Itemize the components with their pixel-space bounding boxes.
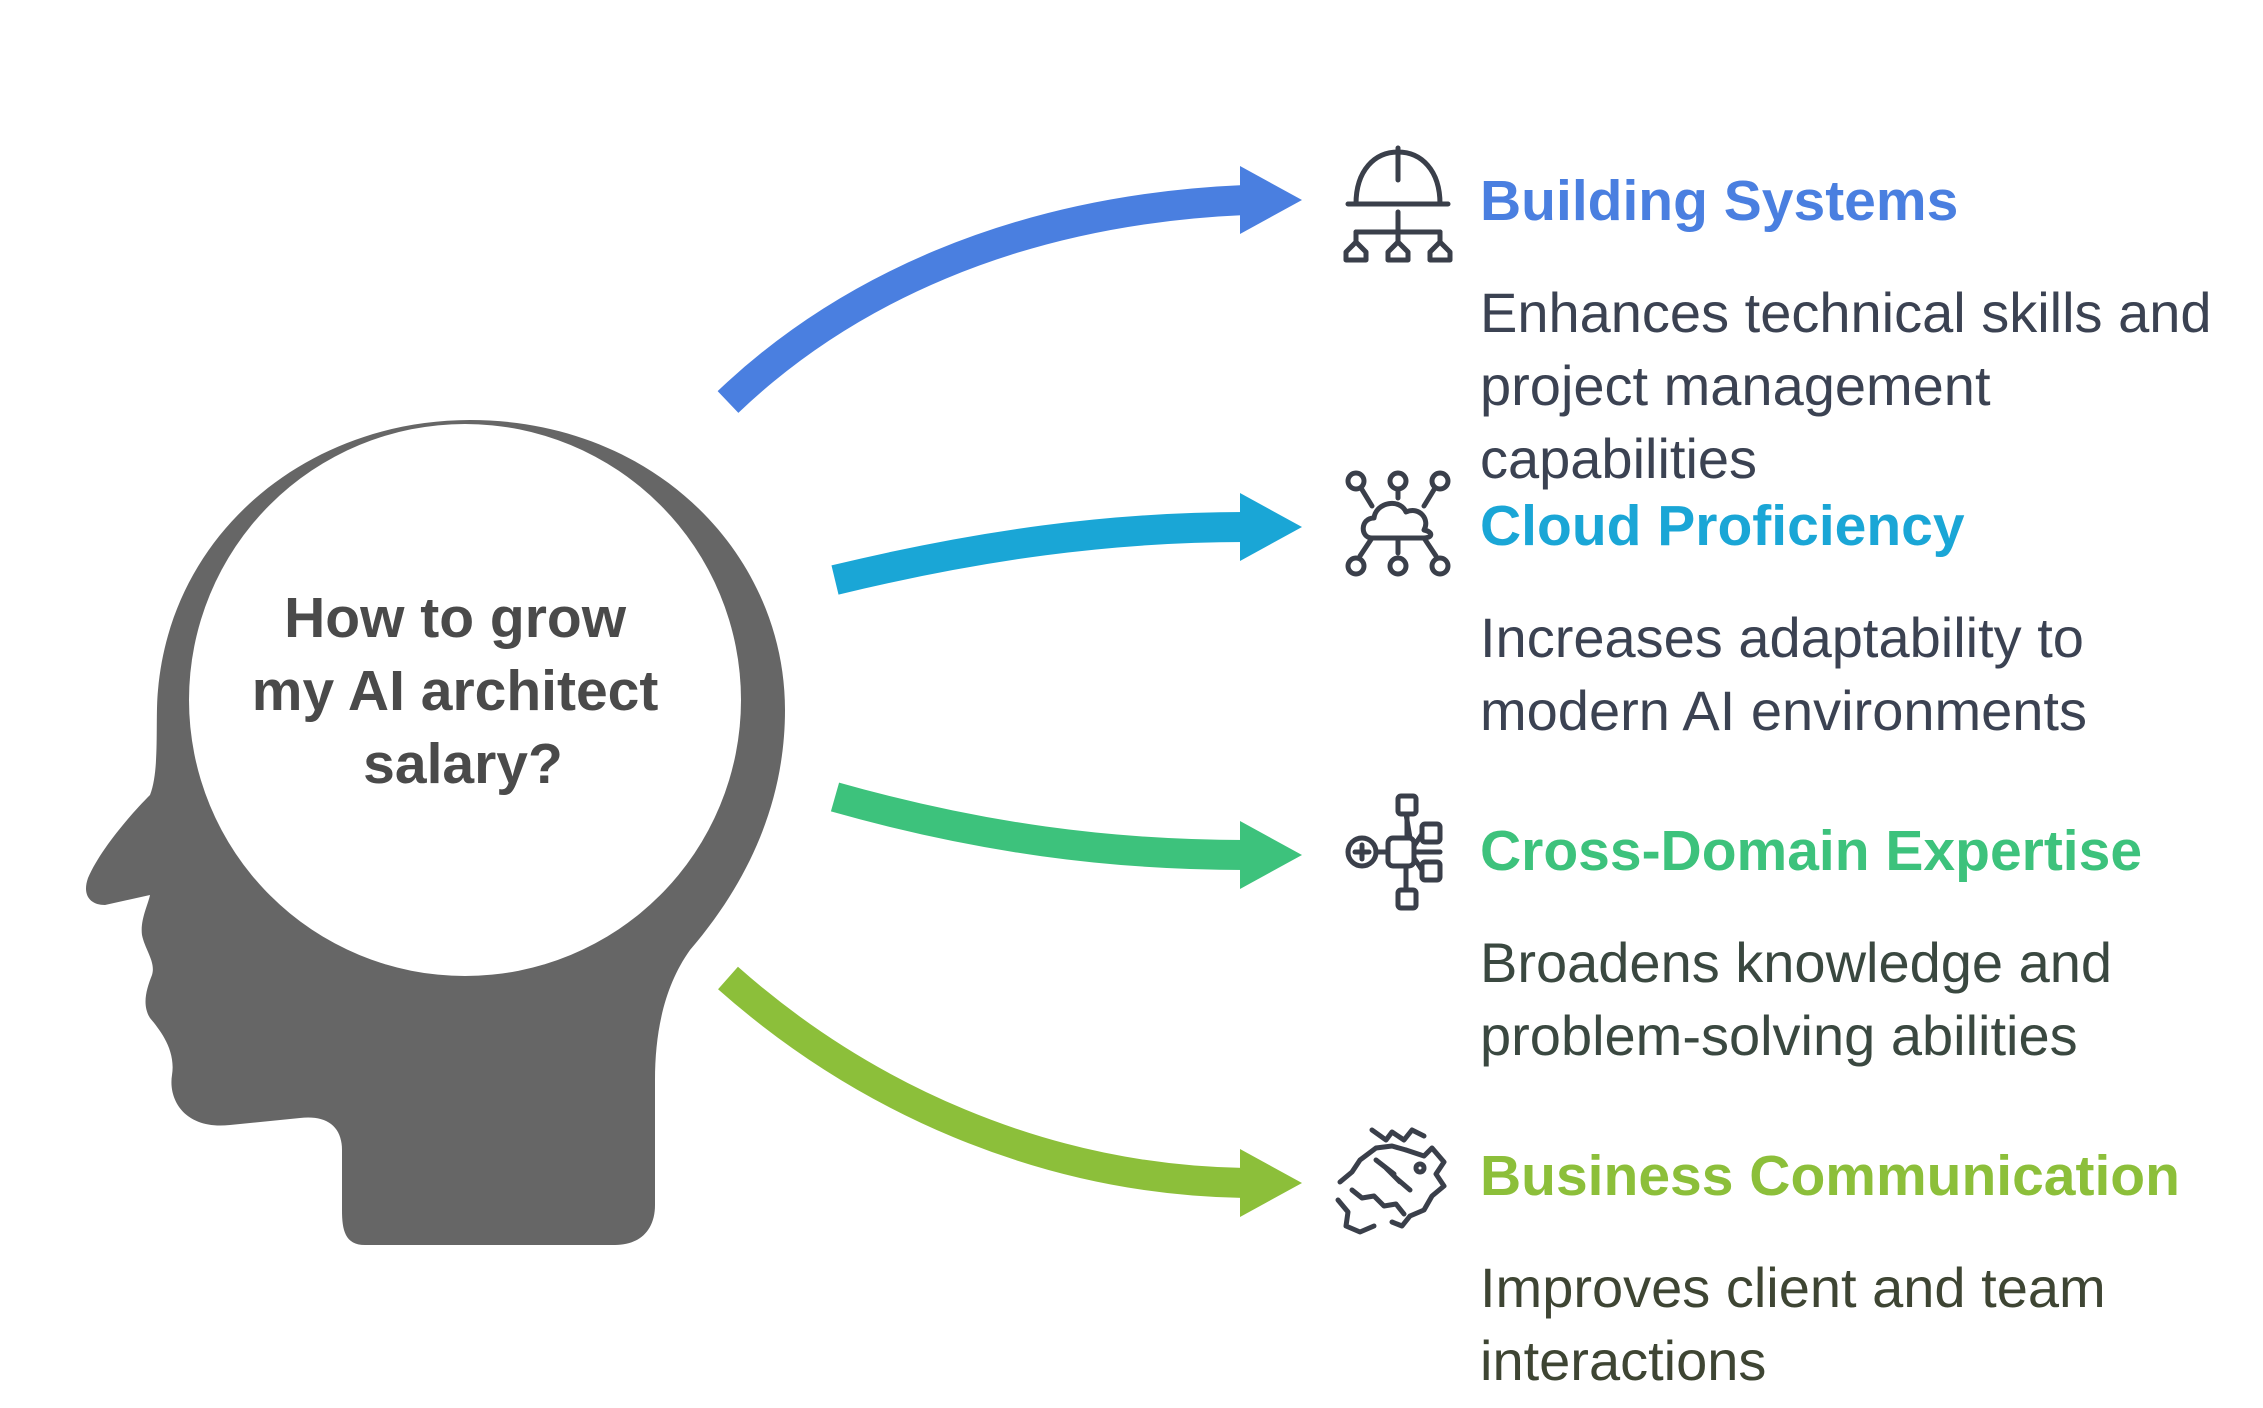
center-line-3: salary? <box>363 732 563 796</box>
center-line-2: my AI architect <box>252 659 659 723</box>
center-question: How to grow my AI architect salary? <box>252 586 674 796</box>
handshake-icon <box>1335 1127 1447 1235</box>
desc-cloud-proficiency: Increases adaptability to modern AI envi… <box>1480 606 2087 742</box>
arrow-cross-domain-expertise <box>830 782 1302 889</box>
arrow-building-systems <box>717 166 1302 413</box>
branching-nodes-icon <box>1345 793 1443 911</box>
arrow-business-communication <box>718 966 1302 1217</box>
desc-business-communication: Improves client and team interactions <box>1480 1256 2106 1392</box>
title-business-communication: Business Communication <box>1480 1144 2180 1208</box>
title-cloud-proficiency: Cloud Proficiency <box>1480 494 1965 558</box>
desc-building-systems: Enhances technical skills and project ma… <box>1480 281 2212 490</box>
center-line-1: How to grow <box>284 586 627 650</box>
hardhat-network-icon <box>1343 145 1453 263</box>
arrow-cloud-proficiency <box>831 493 1302 595</box>
title-cross-domain-expertise: Cross-Domain Expertise <box>1480 819 2143 883</box>
desc-cross-domain-expertise: Broadens knowledge and problem-solving a… <box>1480 931 2113 1067</box>
cloud-network-icon <box>1345 470 1451 577</box>
title-building-systems: Building Systems <box>1480 169 1959 233</box>
thought-circle <box>189 424 741 976</box>
